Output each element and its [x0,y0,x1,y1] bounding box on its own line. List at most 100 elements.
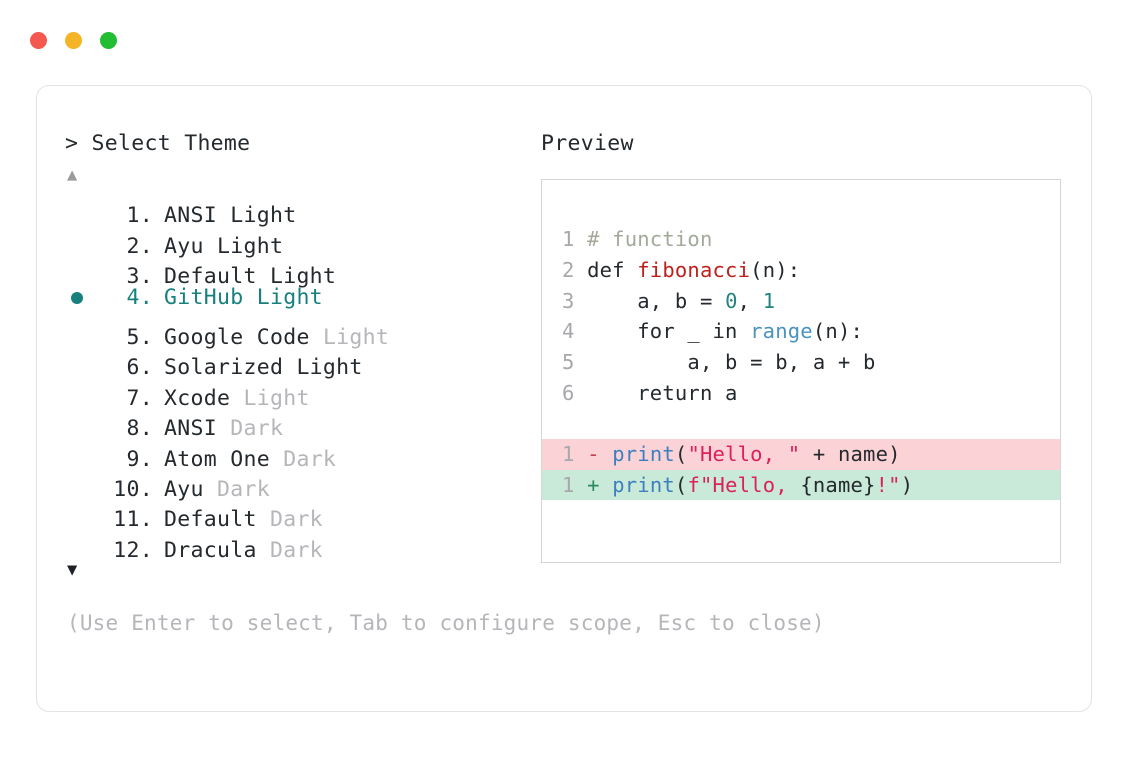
line-number: 6 [562,380,588,405]
theme-item-number: 1. [126,203,153,229]
theme-item-number: 8. [126,416,153,442]
theme-item-name: ANSI [164,416,231,442]
maximize-button[interactable] [100,32,117,49]
theme-item-name: Ayu [164,476,217,502]
theme-item-variant: Light [243,385,310,411]
theme-item-variant: Dark [216,476,270,502]
theme-item-name: Default Light [164,264,337,290]
code-line: 5 a, b = b, a + b [542,347,1060,378]
line-number: 1 [562,472,588,497]
theme-list-item[interactable]: 5. Google Code Light [65,314,539,350]
diff-marker: + [587,472,613,497]
code-line: 4 for _ in range(n): [542,316,1060,347]
theme-item-name: Solarized Light [164,355,363,381]
selection-indicator [65,222,101,252]
code-token: , [737,288,763,313]
theme-item-number: 7. [126,385,153,411]
code-token: for _ in [587,319,751,344]
theme-list-item[interactable]: 12. Dracula Dark [65,526,539,563]
theme-item-number: 10. [113,476,153,502]
theme-item-name: Ayu Light [164,233,284,259]
window-titlebar [30,32,117,49]
code-token: ( [674,441,688,466]
code-token: a, b = [587,288,726,313]
code-token: range [750,319,813,344]
theme-list-item[interactable]: 2.Ayu Light [65,222,539,259]
selection-indicator [65,435,101,465]
theme-item-number: 6. [126,355,153,381]
diff-line-del: 1 - print("Hello, " + name) [542,438,1060,470]
close-button[interactable] [30,32,47,49]
selection-indicator [65,466,101,496]
theme-list-item[interactable]: 10. Ayu Dark [65,466,539,502]
code-token: 1 [762,288,776,313]
theme-item-name: GitHub Light [164,285,323,311]
code-line: 1 # function [542,224,1060,255]
theme-list-item[interactable]: 8. ANSI Dark [65,405,539,441]
selection-indicator [65,283,101,313]
theme-item-variant: Light [322,324,390,350]
theme-item-name: Google Code [164,324,323,350]
code-token: (n): [750,257,801,282]
keyboard-hint: (Use Enter to select, Tab to configure s… [67,610,825,635]
line-number: 3 [562,288,588,313]
theme-item-variant: Dark [230,416,284,442]
code-token: (n): [812,319,864,344]
theme-list-item[interactable]: 6. Solarized Light [65,344,539,380]
selection-indicator [65,314,101,344]
code-token: print [612,441,675,466]
selection-indicator [65,526,101,556]
code-token: print [612,472,675,497]
theme-item-name: ANSI Light [164,203,297,229]
theme-item-variant: Dark [269,537,323,563]
theme-item-name: Atom One [164,446,284,472]
scroll-down-icon[interactable]: ▼ [67,559,78,580]
theme-item-number: 4. [126,285,153,311]
bullet-icon [71,292,83,305]
theme-list-item[interactable]: 7. Xcode Light [65,374,539,411]
theme-list-item[interactable]: 1. ANSI Light [65,192,539,228]
code-line: 6 return a [542,378,1060,409]
code-token: a, b = b, a + b [587,350,876,375]
code-token: ) [900,472,914,497]
theme-item-number: 11. [113,507,153,533]
theme-item-name: Default [164,507,270,533]
code-line: 2 def fibonacci(n): [542,255,1060,286]
code-token: {name} [800,472,876,497]
theme-item-name: Dracula [164,537,270,563]
theme-list-item[interactable]: 9. Atom One Dark [65,435,539,472]
theme-item-name: Xcode [164,385,244,411]
selection-indicator [65,253,101,283]
theme-item-number: 5. [126,324,153,350]
selection-indicator [65,192,101,222]
page-title: > Select Theme [65,131,251,156]
theme-list-item[interactable]: 3. Default Light [65,253,539,289]
theme-list-item[interactable]: 11.Default Dark [65,496,539,532]
theme-item-number: 12. [113,537,153,563]
line-number: 5 [562,350,588,375]
scroll-up-icon[interactable]: ▲ [67,165,78,185]
theme-item-number: 9. [126,446,153,472]
selection-indicator [65,405,101,435]
code-token: fibonacci [637,257,751,282]
minimize-button[interactable] [65,32,82,49]
code-token: ( [674,472,688,497]
code-token: # function [587,227,713,251]
selection-indicator [65,374,101,404]
diff-line-add: 1 + print(f"Hello, {name}!") [542,469,1060,501]
theme-item-variant: Dark [283,446,337,472]
code-token: !" [875,472,901,497]
theme-list-item[interactable]: 4. GitHub Light [65,283,539,313]
code-token: return a [587,380,738,405]
theme-item-number: 3. [126,264,153,290]
diff-marker: - [587,441,613,466]
code-diff: 1 - print("Hello, " + name)1 + print(f"H… [542,438,1060,501]
code-token: f"Hello, [687,472,801,497]
code-token: 0 [725,288,738,313]
